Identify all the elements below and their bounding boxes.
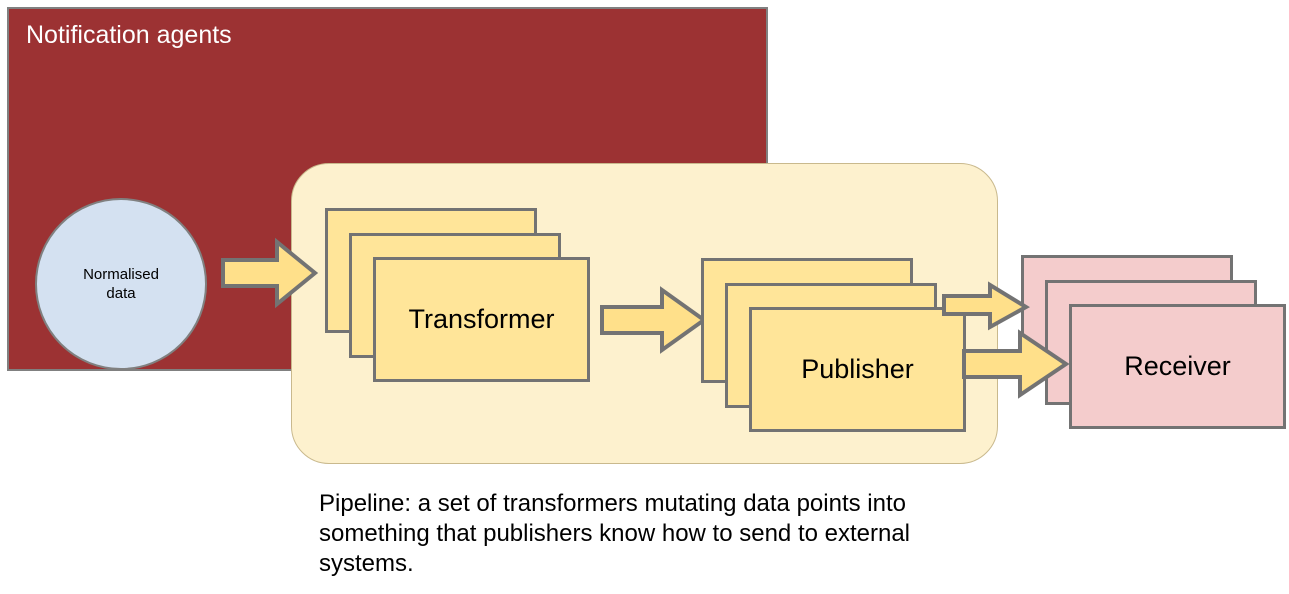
normalised-data-label-line2: data	[106, 285, 136, 302]
transformer-label: Transformer	[408, 304, 555, 334]
normalised-data-node: Normalised data	[35, 198, 207, 370]
pipeline-caption: Pipeline: a set of transformers mutating…	[319, 490, 911, 577]
arrow-transformer-to-publisher	[600, 286, 708, 354]
receiver-label: Receiver	[1124, 351, 1231, 381]
normalised-data-label: Normalised data	[83, 265, 159, 303]
notification-agents-title: Notification agents	[26, 21, 232, 49]
transformer-card-front: Transformer	[373, 257, 590, 382]
publisher-card-front: Publisher	[749, 307, 966, 432]
arrow-publisher-to-receiver-upper	[942, 281, 1030, 331]
arrow-normalised-data-to-transformer	[221, 237, 319, 309]
receiver-card-front: Receiver	[1069, 304, 1286, 429]
arrow-publisher-to-receiver-lower	[962, 329, 1070, 399]
publisher-label: Publisher	[801, 354, 914, 384]
normalised-data-label-line1: Normalised	[83, 266, 159, 283]
